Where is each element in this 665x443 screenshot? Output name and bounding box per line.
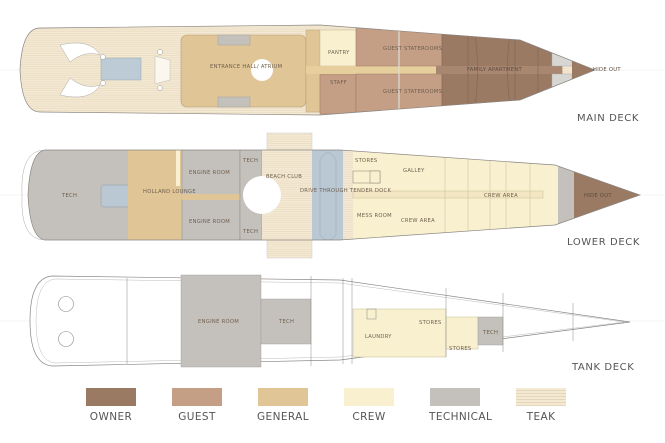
label-guest-staterooms-bottom: GUEST STATEROOMS [383,89,442,95]
label-holland-lounge: HOLLAND LOUNGE [143,189,196,195]
label-tech-aft: TECH [61,193,77,199]
main-deck-hull-outline [19,24,596,116]
tank-deck-tech [260,298,312,345]
tank-deck-laundry [352,308,447,358]
label-tender-dock: DRIVE THROUGH TENDER DOCK [300,188,391,194]
tank-deck-engine-room [180,274,262,368]
legend-swatch-teak [516,388,566,406]
label-mess-room: MESS ROOM [357,213,392,219]
label-entrance-hall: ENTRANCE HALL/ ATRIUM [210,64,282,70]
label-tech-top: TECH [242,158,258,164]
legend-item-teak: TEAK [515,388,567,423]
main-deck-staff [319,73,357,115]
legend-label-technical: TECHNICAL [429,411,493,423]
legend-swatch-technical [430,388,480,406]
label-tank-stores-bottom: STORES [449,346,472,352]
label-hide-out-main: HIDE OUT [593,67,621,73]
main-deck-title: MAIN DECK [577,113,639,124]
tank-deck-title: TANK DECK [571,362,634,373]
legend-item-guest: GUEST [171,388,223,423]
label-crew-area-main: CREW AREA [484,193,518,199]
label-engine-room-bottom: ENGINE ROOM [189,219,230,225]
lower-deck-title: LOWER DECK [567,237,640,248]
legend-swatch-general [258,388,308,406]
label-pantry: PANTRY [328,50,350,56]
legend-swatch-owner [86,388,136,406]
label-hide-out-lower: HIDE OUT [584,193,612,199]
tank-deck-tech-fwd [477,316,504,346]
main-deck [20,25,595,115]
legend-label-guest: GUEST [178,411,216,423]
lower-deck-tender-dock [312,150,345,240]
lower-deck-holland-lounge [128,150,182,240]
main-deck-pantry [319,29,357,67]
legend-item-crew: CREW [343,388,395,423]
label-tank-stores-top: STORES [419,320,442,326]
label-family-apartment: FAMILY APARTMENT [467,67,522,73]
label-crew-area-lower: CREW AREA [401,218,435,224]
lower-deck-engine-room-bottom [181,198,241,240]
main-deck-pool [100,57,142,81]
legend-label-crew: CREW [352,411,386,423]
tank-deck [29,274,631,368]
label-tank-laundry: LAUNDRY [365,334,392,340]
legend-label-general: GENERAL [257,411,309,423]
label-tech-bottom: TECH [242,229,258,235]
label-staff: STAFF [330,80,347,86]
legend-label-owner: OWNER [89,411,133,423]
legend-item-general: GENERAL [257,388,309,423]
label-tank-engine-room: ENGINE ROOM [198,319,239,325]
lower-deck-hull-outline [27,149,642,241]
tank-deck-hull-outline [29,275,631,367]
label-guest-staterooms-top: GUEST STATEROOMS [383,46,442,52]
tank-deck-stores [445,316,479,350]
label-tank-tech: TECH [278,319,294,325]
label-engine-room-top: ENGINE ROOM [189,170,230,176]
lower-deck [28,150,640,240]
legend-swatch-crew [344,388,394,406]
label-galley: GALLEY [403,168,425,174]
main-deck-entrance-hall [180,34,307,108]
label-beach-club: BEACH CLUB [266,174,302,180]
legend-label-teak: TEAK [526,411,556,423]
legend-item-owner: OWNER [85,388,137,423]
label-stores: STORES [355,158,378,164]
lower-deck-engine-room-top [181,150,241,196]
legend-swatch-guest [172,388,222,406]
legend-item-technical: TECHNICAL [429,388,493,423]
label-tank-tech-fwd: TECH [482,330,498,336]
